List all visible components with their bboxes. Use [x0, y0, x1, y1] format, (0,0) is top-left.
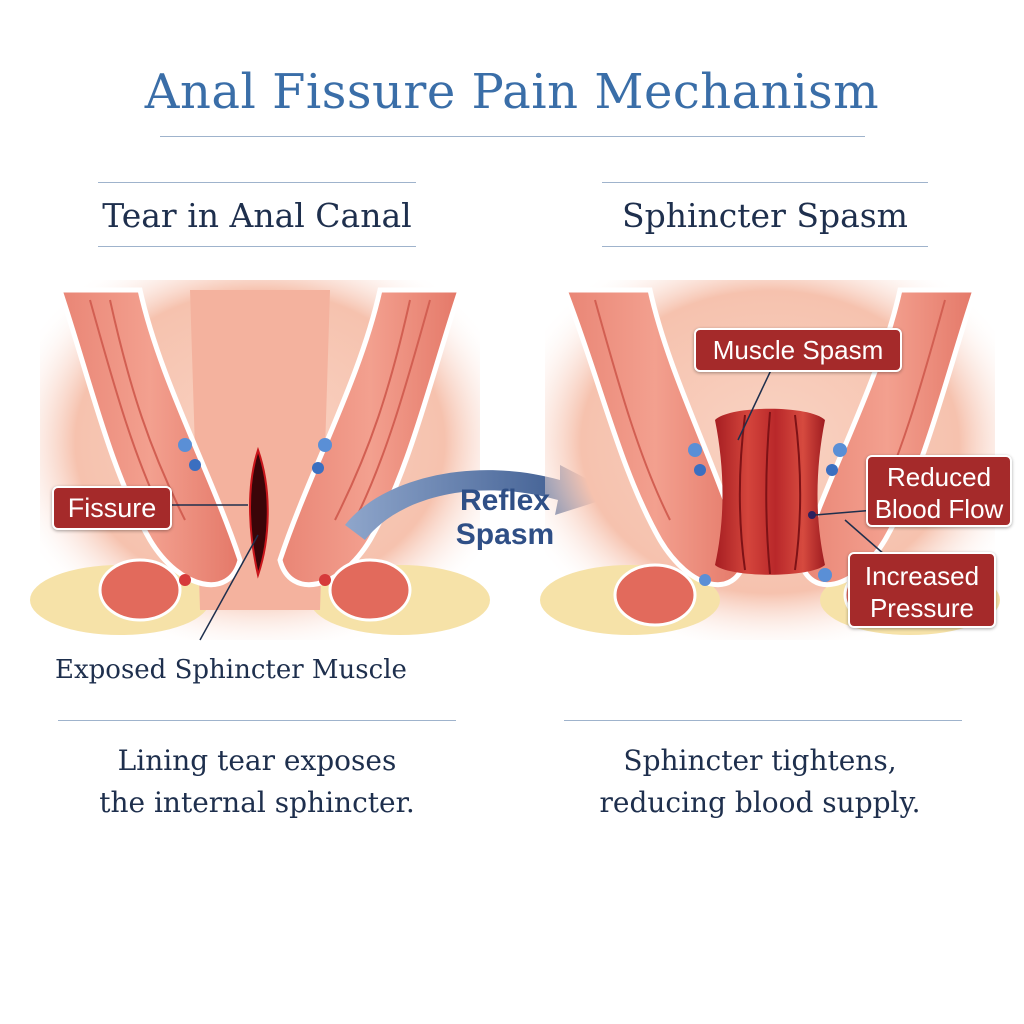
increased-pressure-line1: Increased: [864, 561, 980, 591]
left-caption-divider: [58, 720, 456, 721]
left-anatomy-illustration: [30, 280, 490, 641]
right-caption-line1: Sphincter tightens,: [623, 744, 897, 777]
fissure-label: Fissure: [52, 486, 172, 530]
reflex-spasm-label: Reflex Spasm: [445, 484, 565, 552]
right-heading: Sphincter Spasm: [622, 196, 908, 235]
reduced-blood-flow-line2: Blood Flow: [874, 494, 1004, 524]
page-title: Anal Fissure Pain Mechanism: [144, 64, 880, 120]
muscle-spasm-label: Muscle Spasm: [694, 328, 902, 372]
right-caption-line2: reducing blood supply.: [599, 786, 921, 819]
reflex-spasm-line2: Spasm: [455, 518, 555, 551]
fissure-label-text: Fissure: [67, 493, 157, 523]
reduced-blood-flow-label: Reduced Blood Flow: [866, 455, 1012, 527]
muscle-spasm-label-text: Muscle Spasm: [712, 335, 884, 365]
reduced-blood-flow-line1: Reduced: [886, 462, 992, 492]
right-caption: Sphincter tightens, reducing blood suppl…: [560, 740, 960, 824]
left-caption: Lining tear exposes the internal sphinct…: [58, 740, 456, 824]
right-heading-rule-bottom: [602, 246, 928, 247]
left-caption-line1: Lining tear exposes: [117, 744, 397, 777]
left-heading-rule-top: [98, 182, 416, 183]
right-caption-divider: [564, 720, 962, 721]
increased-pressure-line2: Pressure: [869, 593, 975, 623]
left-caption-line2: the internal sphincter.: [99, 786, 415, 819]
reflex-spasm-line1: Reflex: [459, 484, 551, 517]
left-heading: Tear in Anal Canal: [102, 196, 412, 235]
increased-pressure-label: Increased Pressure: [848, 552, 996, 628]
exposed-sphincter-label: Exposed Sphincter Muscle: [55, 655, 407, 685]
right-heading-rule-top: [602, 182, 928, 183]
title-divider: [160, 136, 865, 137]
left-heading-rule-bottom: [98, 246, 416, 247]
